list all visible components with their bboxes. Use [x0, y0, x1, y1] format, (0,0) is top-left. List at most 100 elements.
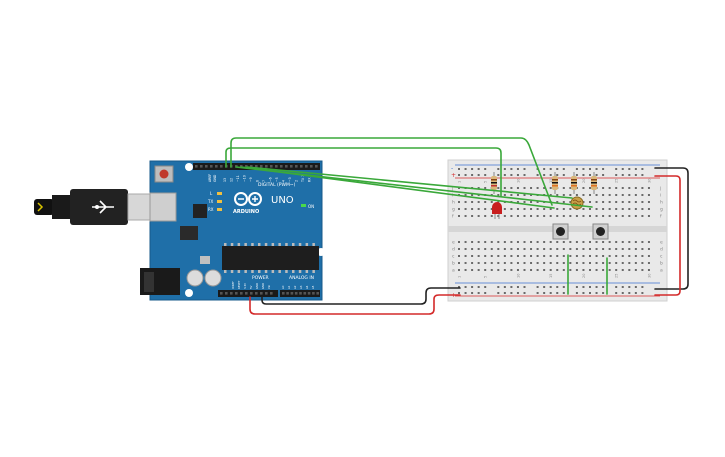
breadboard-hole[interactable] [543, 241, 546, 243]
breadboard-hole[interactable] [615, 208, 618, 210]
breadboard-hole[interactable] [484, 248, 487, 250]
breadboard-hole[interactable] [510, 255, 513, 257]
breadboard-hole[interactable] [471, 194, 474, 196]
breadboard-hole[interactable] [464, 269, 467, 271]
breadboard-hole[interactable] [621, 241, 624, 243]
breadboard-hole[interactable] [556, 215, 559, 217]
rail-hole[interactable] [543, 174, 546, 176]
breadboard-hole[interactable] [628, 248, 631, 250]
breadboard-hole[interactable] [575, 262, 578, 264]
rail-hole[interactable] [575, 174, 578, 176]
breadboard-hole[interactable] [477, 255, 480, 257]
header-hole[interactable] [307, 292, 311, 295]
rail-hole[interactable] [458, 174, 460, 176]
header-hole[interactable] [220, 292, 223, 295]
breadboard-hole[interactable] [647, 194, 650, 196]
breadboard-hole[interactable] [510, 262, 513, 264]
rail-hole[interactable] [582, 174, 585, 176]
rail-hole[interactable] [621, 292, 624, 294]
breadboard-hole[interactable] [647, 262, 650, 264]
breadboard-hole[interactable] [464, 255, 467, 257]
breadboard-hole[interactable] [549, 255, 552, 257]
breadboard-hole[interactable] [530, 269, 533, 271]
breadboard-hole[interactable] [628, 194, 631, 196]
breadboard-hole[interactable] [464, 201, 467, 203]
breadboard-hole[interactable] [536, 262, 539, 264]
breadboard-hole[interactable] [477, 241, 480, 243]
breadboard-hole[interactable] [641, 208, 644, 210]
breadboard-hole[interactable] [608, 269, 611, 271]
rail-hole[interactable] [615, 168, 618, 170]
breadboard-hole[interactable] [556, 248, 559, 250]
breadboard-hole[interactable] [497, 262, 500, 264]
breadboard-hole[interactable] [615, 201, 618, 203]
breadboard-hole[interactable] [503, 269, 506, 271]
breadboard-hole[interactable] [575, 194, 578, 196]
resistor-button-1[interactable] [552, 172, 558, 194]
header-hole[interactable] [300, 165, 303, 168]
header-hole[interactable] [260, 165, 263, 168]
rail-hole[interactable] [549, 174, 552, 176]
breadboard-hole[interactable] [556, 241, 559, 243]
breadboard-hole[interactable] [510, 248, 513, 250]
breadboard-hole[interactable] [464, 215, 467, 217]
breadboard-hole[interactable] [516, 215, 519, 217]
header-hole[interactable] [195, 165, 198, 168]
header-hole[interactable] [290, 292, 294, 295]
breadboard-hole[interactable] [530, 241, 533, 243]
rail-hole[interactable] [556, 174, 559, 176]
breadboard-hole[interactable] [484, 269, 487, 271]
breadboard-hole[interactable] [530, 215, 533, 217]
breadboard-hole[interactable] [490, 208, 493, 210]
header-hole[interactable] [282, 292, 285, 295]
breadboard-hole[interactable] [589, 262, 591, 264]
breadboard-hole[interactable] [641, 194, 644, 196]
breadboard-hole[interactable] [647, 248, 650, 250]
wires[interactable] [225, 137, 689, 315]
rail-hole[interactable] [556, 292, 559, 294]
breadboard-hole[interactable] [569, 194, 572, 196]
breadboard-hole[interactable] [589, 269, 591, 271]
breadboard-hole[interactable] [621, 269, 624, 271]
breadboard-hole[interactable] [647, 208, 650, 210]
breadboard-hole[interactable] [477, 269, 480, 271]
breadboard-hole[interactable] [608, 262, 611, 264]
breadboard-hole[interactable] [634, 201, 637, 203]
breadboard-hole[interactable] [634, 255, 637, 257]
breadboard-hole[interactable] [536, 269, 539, 271]
rail-hole[interactable] [602, 174, 605, 176]
wire-green-pin13[interactable] [225, 147, 502, 197]
header-hole[interactable] [255, 165, 258, 168]
breadboard-hole[interactable] [497, 194, 500, 196]
rail-hole[interactable] [641, 286, 644, 288]
breadboard-hole[interactable] [621, 255, 624, 257]
breadboard-hole[interactable] [608, 187, 611, 189]
breadboard-hole[interactable] [477, 262, 480, 264]
rail-hole[interactable] [503, 292, 506, 294]
breadboard-hole[interactable] [458, 248, 460, 250]
header-hole[interactable] [215, 165, 218, 168]
breadboard-hole[interactable] [497, 255, 500, 257]
breadboard-hole[interactable] [523, 269, 526, 271]
rail-hole[interactable] [589, 168, 591, 170]
breadboard-hole[interactable] [647, 269, 650, 271]
breadboard-hole[interactable] [569, 255, 572, 257]
rail-hole[interactable] [543, 168, 546, 170]
rail-hole[interactable] [628, 174, 631, 176]
breadboard-hole[interactable] [497, 248, 500, 250]
rail-hole[interactable] [641, 174, 644, 176]
breadboard-hole[interactable] [536, 255, 539, 257]
rail-hole[interactable] [543, 292, 546, 294]
breadboard-hole[interactable] [497, 201, 500, 203]
breadboard-hole[interactable] [549, 194, 552, 196]
rail-hole[interactable] [471, 168, 474, 170]
breadboard-hole[interactable] [602, 255, 605, 257]
rail-hole[interactable] [621, 174, 624, 176]
breadboard-hole[interactable] [543, 248, 546, 250]
breadboard-hole[interactable] [569, 187, 572, 189]
breadboard-hole[interactable] [595, 241, 598, 243]
rail-hole[interactable] [516, 292, 519, 294]
rail-hole[interactable] [458, 292, 460, 294]
rail-hole[interactable] [634, 174, 637, 176]
rail-hole[interactable] [589, 174, 591, 176]
